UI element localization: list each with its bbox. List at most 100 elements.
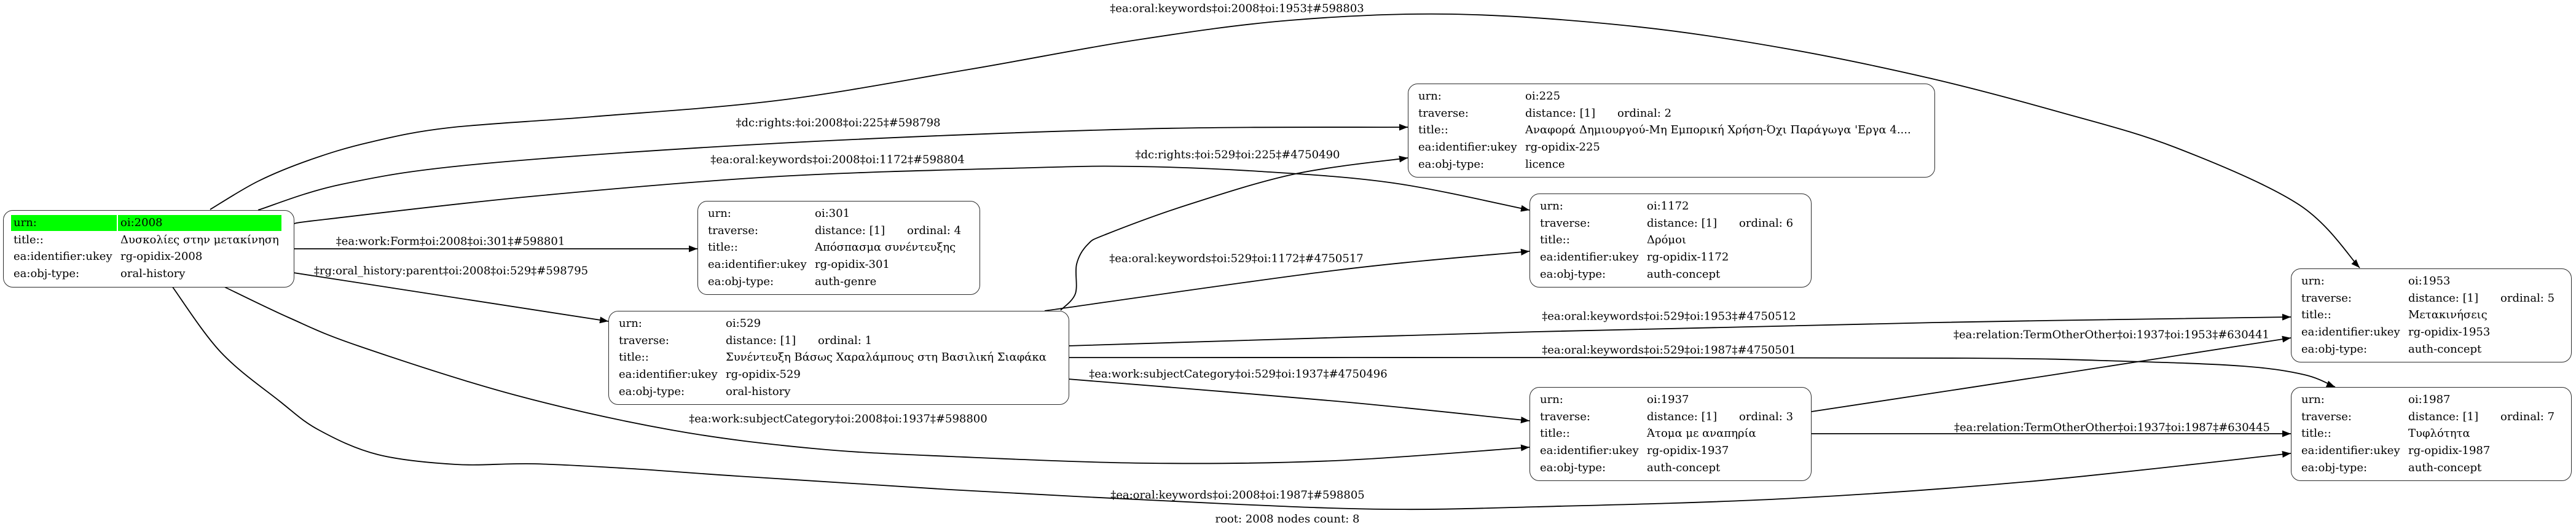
node-row: title::Αναφορά Δημιουργού-Μη Εμπορική Χρ… bbox=[1416, 122, 1914, 138]
edge-2008-to-1987 bbox=[171, 286, 2291, 510]
field-value: Δυσκολίες στην μετακίνηση bbox=[120, 233, 279, 246]
edge-529-to-1937 bbox=[1067, 378, 1530, 424]
node-row: urn:oi:301 bbox=[705, 206, 964, 222]
field-value: Τυφλότητα bbox=[2408, 427, 2470, 440]
node-row: ea:obj-type:auth-concept bbox=[2299, 342, 2557, 358]
node-row: ea:obj-type:auth-genre bbox=[705, 274, 964, 290]
field-label: ea:identifier:ukey bbox=[14, 250, 112, 264]
field-label: traverse: bbox=[1540, 410, 1590, 423]
field-label: ea:identifier:ukey bbox=[2301, 444, 2400, 458]
node-row: ea:obj-type: oral-history bbox=[11, 266, 281, 282]
node-row: traverse:distance: [1]ordinal: 6 bbox=[1537, 216, 1796, 232]
node-table: urn:oi:1937 traverse:distance: [1]ordina… bbox=[1536, 391, 1797, 477]
field-value: Συνέντευξη Βάσως Χαραλάμπους στη Βασιλικ… bbox=[726, 351, 1046, 364]
field-value: rg-opidix-2008 bbox=[120, 250, 203, 264]
node-row: ea:identifier:ukey rg-opidix-1987 bbox=[2299, 443, 2557, 459]
edge-2008-to-1172 bbox=[293, 165, 1530, 224]
field-label: ea:obj-type: bbox=[2301, 342, 2368, 356]
field-label: title:: bbox=[14, 233, 44, 246]
field-label: ea:identifier:ukey bbox=[1540, 251, 1639, 264]
node-oi-301: urn:oi:301 traverse:distance: [1]ordinal… bbox=[697, 201, 980, 295]
node-table: urn:oi:1987 traverse:distance: [1]ordina… bbox=[2298, 391, 2558, 477]
node-row: ea:identifier:ukey rg-opidix-529 bbox=[616, 367, 1049, 383]
field-value: rg-opidix-1987 bbox=[2408, 444, 2491, 458]
edge-label: ‡rg:oral_history:parent‡oi:2008‡oi:529‡#… bbox=[314, 265, 588, 278]
field-label: urn: bbox=[1418, 90, 1442, 103]
field-label: traverse: bbox=[619, 334, 669, 347]
field-value: auth-genre bbox=[815, 275, 877, 288]
traverse-ordinal: ordinal: 4 bbox=[907, 224, 962, 237]
edge-label: ‡ea:oral:keywords‡oi:529‡oi:1987‡#475050… bbox=[1542, 344, 1796, 357]
edge-label: ‡ea:oral:keywords‡oi:529‡oi:1172‡#475051… bbox=[1109, 252, 1364, 265]
field-value: rg-opidix-225 bbox=[1525, 141, 1600, 154]
node-row-urn-highlighted: urn: oi:2008 bbox=[11, 215, 281, 231]
edge-2008-to-1953 bbox=[210, 13, 2360, 268]
node-row: title::Συνέντευξη Βάσως Χαραλάμπους στη … bbox=[616, 350, 1049, 366]
edge-label: ‡ea:work:subjectCategory‡oi:529‡oi:1937‡… bbox=[1089, 368, 1387, 381]
traverse-distance: distance: [1] bbox=[2408, 291, 2479, 305]
node-row: traverse:distance: [1]ordinal: 5 bbox=[2299, 291, 2557, 307]
field-label: ea:identifier:ukey bbox=[2301, 326, 2400, 339]
traverse-distance: distance: [1] bbox=[1647, 410, 1718, 423]
field-value: Μετακινήσεις bbox=[2408, 308, 2488, 322]
field-label: traverse: bbox=[2301, 410, 2352, 423]
node-oi-2008: urn: oi:2008 title:: Δυσκολίες στην μετα… bbox=[3, 210, 294, 288]
field-value: oi:1172 bbox=[1647, 200, 1689, 213]
node-table: urn:oi:529 traverse:distance: [1]ordinal… bbox=[615, 315, 1050, 401]
node-table: urn: oi:2008 title:: Δυσκολίες στην μετα… bbox=[10, 214, 283, 283]
field-value: rg-opidix-1953 bbox=[2408, 326, 2491, 339]
node-row: traverse:distance: [1]ordinal: 4 bbox=[705, 223, 964, 239]
field-label: ea:identifier:ukey bbox=[1540, 444, 1639, 458]
field-value: auth-concept bbox=[2408, 461, 2482, 474]
node-row: ea:identifier:ukey rg-opidix-1953 bbox=[2299, 324, 2557, 340]
field-value: auth-concept bbox=[1647, 461, 1721, 474]
edge-1937-to-1953 bbox=[1811, 335, 2291, 412]
field-value: rg-opidix-301 bbox=[815, 258, 890, 272]
node-oi-1953: urn:oi:1953 traverse:distance: [1]ordina… bbox=[2291, 268, 2572, 362]
node-oi-1987: urn:oi:1987 traverse:distance: [1]ordina… bbox=[2291, 387, 2572, 481]
node-row: title::Άτομα με αναπηρία bbox=[1537, 426, 1796, 442]
field-value: Απόσπασμα συνέντευξης bbox=[815, 241, 956, 254]
edge-label: ‡dc:rights:‡oi:529‡oi:225‡#4750490 bbox=[1136, 149, 1340, 162]
node-row: traverse:distance: [1]ordinal: 2 bbox=[1416, 106, 1914, 122]
field-label: ea:obj-type: bbox=[1540, 267, 1606, 281]
field-label: ea:identifier:ukey bbox=[619, 368, 718, 381]
field-value: rg-opidix-529 bbox=[726, 368, 801, 381]
field-label: title:: bbox=[619, 351, 649, 364]
edge-label: ‡dc:rights:‡oi:2008‡oi:225‡#598798 bbox=[736, 117, 941, 130]
field-value: oi:1987 bbox=[2408, 393, 2451, 406]
node-row: title:: Δυσκολίες στην μετακίνηση bbox=[11, 232, 281, 248]
edge-label: ‡ea:work:subjectCategory‡oi:2008‡oi:1937… bbox=[689, 413, 987, 426]
field-value: Άτομα με αναπηρία bbox=[1647, 427, 1756, 440]
field-value: licence bbox=[1525, 157, 1565, 171]
node-row: urn:oi:1172 bbox=[1537, 198, 1796, 214]
traverse-ordinal: ordinal: 2 bbox=[1617, 106, 1672, 120]
field-value: oi:1937 bbox=[1647, 393, 1689, 406]
node-table: urn:oi:301 traverse:distance: [1]ordinal… bbox=[704, 205, 965, 291]
node-row: title::Απόσπασμα συνέντευξης bbox=[705, 240, 964, 256]
traverse-ordinal: ordinal: 1 bbox=[818, 334, 873, 347]
traverse-ordinal: ordinal: 5 bbox=[2500, 291, 2555, 305]
field-value: oi:301 bbox=[815, 207, 850, 220]
edge-label: ‡ea:oral:keywords‡oi:2008‡oi:1953‡#59880… bbox=[1110, 2, 1364, 15]
field-value: Δρόμοι bbox=[1647, 233, 1687, 247]
field-label: ea:obj-type: bbox=[2301, 461, 2368, 474]
field-label: urn: bbox=[11, 215, 117, 231]
traverse-ordinal: ordinal: 3 bbox=[1739, 410, 1794, 423]
traverse-ordinal: ordinal: 7 bbox=[2500, 410, 2555, 423]
edge-529-to-225 bbox=[1060, 155, 1408, 311]
node-oi-529: urn:oi:529 traverse:distance: [1]ordinal… bbox=[608, 311, 1069, 405]
field-value: oi:225 bbox=[1525, 90, 1561, 103]
edge-label: ‡ea:oral:keywords‡oi:2008‡oi:1172‡#59880… bbox=[710, 154, 965, 166]
edge-label: ‡ea:relation:TermOtherOther‡oi:1937‡oi:1… bbox=[1954, 329, 2269, 342]
node-row: traverse: distance: [1] ordinal: 3 bbox=[1537, 409, 1796, 425]
field-label: title:: bbox=[1540, 427, 1570, 440]
traverse-distance: distance: [1] bbox=[726, 334, 796, 347]
node-row: traverse: distance: [1] ordinal: 1 bbox=[616, 333, 1049, 349]
field-label: title:: bbox=[2301, 427, 2331, 440]
field-label: ea:obj-type: bbox=[1418, 157, 1485, 171]
traverse-distance: distance: [1] bbox=[2408, 410, 2479, 423]
edge-2008-to-1937 bbox=[222, 286, 1530, 464]
